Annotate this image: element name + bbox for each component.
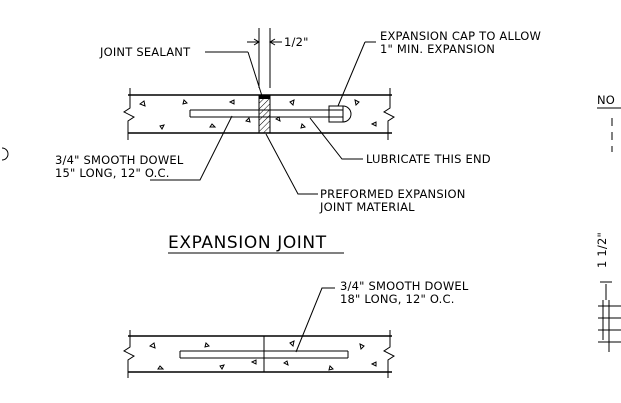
dowel-bar-2 [179, 350, 349, 359]
expansion-cap-label-2: 1" MIN. EXPANSION [380, 42, 495, 56]
left-edge-fragment [1, 147, 9, 161]
dowel-a-label-2: 15" LONG, 12" O.C. [55, 166, 170, 180]
lubricate-callout: LUBRICATE THIS END [309, 117, 491, 166]
half-inch-dimension: 1/2" [247, 28, 309, 88]
expansion-joint-title: EXPANSION JOINT [168, 233, 344, 254]
expansion-cap-label-1: EXPANSION CAP TO ALLOW [380, 29, 541, 43]
concrete-aggregate-2 [148, 340, 377, 371]
expansion-joint-title-text: EXPANSION JOINT [168, 233, 327, 253]
preformed-callout: PREFORMED EXPANSION JOINT MATERIAL [265, 133, 466, 214]
dowel-b-label-1: 3/4" SMOOTH DOWEL [340, 279, 469, 293]
joint-sealant [259, 95, 270, 99]
joint-sealant-label: JOINT SEALANT [99, 45, 191, 59]
contraction-joint-slab [123, 330, 395, 378]
expansion-cap-callout: EXPANSION CAP TO ALLOW 1" MIN. EXPANSION [337, 29, 541, 107]
dowel-bar [189, 109, 338, 118]
half-inch-label: 1/2" [284, 35, 309, 49]
dowel-b-label-2: 18" LONG, 12" O.C. [340, 292, 455, 306]
preformed-label-2: JOINT MATERIAL [319, 200, 415, 214]
joint-sealant-callout: JOINT SEALANT [99, 45, 263, 97]
dowel-a-label-1: 3/4" SMOOTH DOWEL [55, 153, 184, 167]
preformed-joint-material [258, 94, 271, 134]
side-dimension-label: 1 1/2" [595, 232, 609, 268]
side-dimension-fragment: 1 1/2" [595, 232, 621, 352]
concrete-aggregate [138, 99, 377, 130]
right-break-line [383, 88, 395, 140]
expansion-joint-slab [123, 88, 395, 140]
lubricate-label: LUBRICATE THIS END [366, 152, 491, 166]
notes-fragment: NO [597, 93, 621, 152]
slab2-left-break [123, 330, 135, 378]
notes-heading-fragment: NO [597, 93, 615, 107]
dowel-b-callout: 3/4" SMOOTH DOWEL 18" LONG, 12" O.C. [295, 279, 469, 353]
preformed-label-1: PREFORMED EXPANSION [320, 187, 466, 201]
left-break-line [123, 88, 135, 140]
expansion-cap [328, 105, 352, 123]
slab2-right-break [383, 330, 395, 378]
dowel-a-callout: 3/4" SMOOTH DOWEL 15" LONG, 12" O.C. [55, 115, 233, 181]
